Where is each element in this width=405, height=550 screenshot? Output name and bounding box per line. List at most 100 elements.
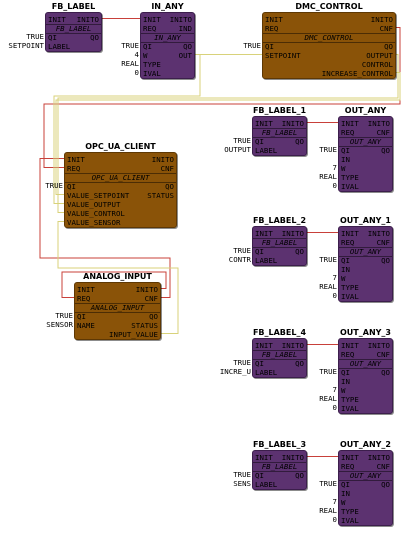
event-out-port[interactable]: INITO bbox=[151, 155, 174, 164]
data-out-port[interactable]: QO bbox=[381, 368, 390, 377]
data-in-port[interactable]: IVAL bbox=[341, 516, 359, 525]
event-in-port[interactable]: INIT bbox=[48, 15, 66, 24]
event-out-port[interactable]: INITO bbox=[281, 119, 304, 128]
data-out-port[interactable]: QO bbox=[384, 42, 393, 51]
event-in-port[interactable]: INIT bbox=[341, 341, 359, 350]
data-in-port[interactable]: NAME bbox=[77, 321, 95, 330]
event-in-port[interactable]: REQ bbox=[341, 128, 355, 137]
data-out-port[interactable]: QO bbox=[295, 471, 304, 480]
data-out-port[interactable]: STATUS bbox=[131, 321, 158, 330]
event-in-port[interactable]: INIT bbox=[255, 119, 273, 128]
event-in-port[interactable]: INIT bbox=[143, 15, 161, 24]
data-in-port[interactable]: QI bbox=[341, 146, 350, 155]
data-in-port[interactable]: IN bbox=[341, 155, 350, 164]
data-out-port[interactable]: QO bbox=[149, 312, 158, 321]
event-out-port[interactable]: INITO bbox=[135, 285, 158, 294]
event-in-port[interactable]: INIT bbox=[341, 453, 359, 462]
event-in-port[interactable]: INIT bbox=[255, 229, 273, 238]
event-out-port[interactable]: INITO bbox=[367, 453, 390, 462]
data-in-port[interactable]: LABEL bbox=[255, 146, 278, 155]
event-out-port[interactable]: INITO bbox=[367, 341, 390, 350]
event-out-port[interactable]: CNF bbox=[376, 128, 390, 137]
data-out-port[interactable]: OUTPUT bbox=[366, 51, 393, 60]
event-out-port[interactable]: IND bbox=[178, 24, 192, 33]
event-out-port[interactable]: CNF bbox=[160, 164, 174, 173]
data-out-port[interactable]: INPUT_VALUE bbox=[109, 330, 158, 339]
data-in-port[interactable]: TYPE bbox=[143, 60, 161, 69]
data-in-port[interactable]: TYPE bbox=[341, 395, 359, 404]
event-out-port[interactable]: INITO bbox=[76, 15, 99, 24]
data-in-port[interactable]: IN bbox=[341, 489, 350, 498]
data-in-port[interactable]: QI bbox=[48, 33, 57, 42]
data-out-port[interactable]: QO bbox=[295, 359, 304, 368]
data-in-port[interactable]: TYPE bbox=[341, 283, 359, 292]
data-in-port[interactable]: W bbox=[341, 274, 346, 283]
data-in-port[interactable]: IVAL bbox=[341, 292, 359, 301]
data-in-port[interactable]: W bbox=[143, 51, 148, 60]
data-out-port[interactable]: QO bbox=[381, 256, 390, 265]
data-out-port[interactable]: QO bbox=[183, 42, 192, 51]
data-in-port[interactable]: VALUE_SENSOR bbox=[67, 218, 121, 227]
event-in-port[interactable]: INIT bbox=[77, 285, 95, 294]
data-out-port[interactable]: STATUS bbox=[147, 191, 174, 200]
event-out-port[interactable]: INITO bbox=[370, 15, 393, 24]
data-in-port[interactable]: QI bbox=[255, 247, 264, 256]
event-in-port[interactable]: INIT bbox=[341, 229, 359, 238]
data-out-port[interactable]: INCREASE_CONTROL bbox=[321, 69, 393, 78]
data-in-port[interactable]: IVAL bbox=[341, 404, 359, 413]
event-out-port[interactable]: CNF bbox=[376, 238, 390, 247]
data-in-port[interactable]: QI bbox=[341, 480, 350, 489]
data-in-port[interactable]: LABEL bbox=[255, 368, 278, 377]
data-in-port[interactable]: QI bbox=[255, 359, 264, 368]
data-in-port[interactable]: W bbox=[341, 386, 346, 395]
data-in-port[interactable]: TYPE bbox=[341, 507, 359, 516]
event-in-port[interactable]: REQ bbox=[341, 462, 355, 471]
data-out-port[interactable]: QO bbox=[381, 480, 390, 489]
event-out-port[interactable]: INITO bbox=[169, 15, 192, 24]
data-in-port[interactable]: LABEL bbox=[48, 42, 71, 51]
data-in-port[interactable]: SETPOINT bbox=[265, 51, 301, 60]
event-out-port[interactable]: INITO bbox=[367, 119, 390, 128]
data-in-port[interactable]: IVAL bbox=[143, 69, 161, 78]
event-out-port[interactable]: CNF bbox=[379, 24, 393, 33]
data-out-port[interactable]: QO bbox=[295, 247, 304, 256]
event-in-port[interactable]: REQ bbox=[77, 294, 91, 303]
data-in-port[interactable]: QI bbox=[67, 182, 76, 191]
event-in-port[interactable]: REQ bbox=[341, 238, 355, 247]
data-in-port[interactable]: QI bbox=[77, 312, 86, 321]
event-in-port[interactable]: REQ bbox=[265, 24, 279, 33]
data-out-port[interactable]: CONTROL bbox=[361, 60, 393, 69]
data-in-port[interactable]: QI bbox=[255, 137, 264, 146]
event-out-port[interactable]: INITO bbox=[367, 229, 390, 238]
data-in-port[interactable]: IN bbox=[341, 265, 350, 274]
data-in-port[interactable]: W bbox=[341, 498, 346, 507]
event-in-port[interactable]: REQ bbox=[341, 350, 355, 359]
event-in-port[interactable]: REQ bbox=[67, 164, 81, 173]
data-out-port[interactable]: QO bbox=[381, 146, 390, 155]
data-in-port[interactable]: TYPE bbox=[341, 173, 359, 182]
data-out-port[interactable]: QO bbox=[90, 33, 99, 42]
data-in-port[interactable]: QI bbox=[341, 256, 350, 265]
event-in-port[interactable]: INIT bbox=[341, 119, 359, 128]
event-out-port[interactable]: CNF bbox=[144, 294, 158, 303]
data-in-port[interactable]: W bbox=[341, 164, 346, 173]
event-out-port[interactable]: CNF bbox=[376, 462, 390, 471]
event-in-port[interactable]: INIT bbox=[265, 15, 283, 24]
data-in-port[interactable]: VALUE_SETPOINT bbox=[67, 191, 130, 200]
event-in-port[interactable]: INIT bbox=[255, 453, 273, 462]
event-out-port[interactable]: INITO bbox=[281, 453, 304, 462]
data-in-port[interactable]: QI bbox=[143, 42, 152, 51]
event-in-port[interactable]: INIT bbox=[255, 341, 273, 350]
